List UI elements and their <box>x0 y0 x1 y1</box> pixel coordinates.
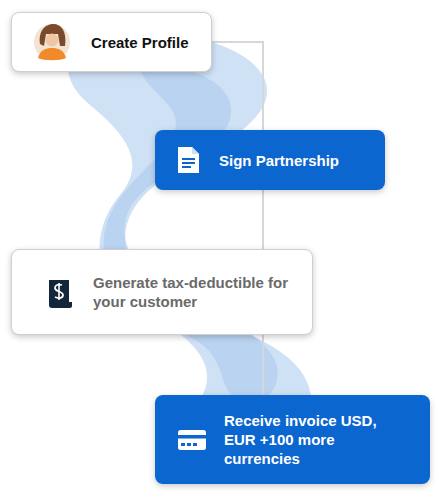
text-group: Sign Partnership <box>219 151 379 170</box>
process-box: Generate tax-deductible for your custome… <box>11 249 313 335</box>
node-label: Sign Partnership <box>219 151 379 170</box>
text-group: Receive invoice USD, EUR +100 more curre… <box>224 411 394 468</box>
blob-shape <box>104 68 278 402</box>
avatar-icon <box>34 24 70 60</box>
connector-line <box>212 42 263 130</box>
node-label: Generate tax-deductible for your custome… <box>93 273 293 311</box>
connector-line <box>262 190 264 249</box>
text-group: Generate tax-deductible for your custome… <box>93 273 293 311</box>
process-box: Create Profile <box>11 12 212 72</box>
text-group: Create Profile <box>91 33 211 52</box>
document-icon <box>178 147 199 173</box>
process-box: Receive invoice USD, EUR +100 more curre… <box>155 395 430 484</box>
card-icon <box>178 430 206 450</box>
node-label: Receive invoice USD, EUR +100 more curre… <box>224 411 394 468</box>
node-label: Create Profile <box>91 33 211 52</box>
process-box: Sign Partnership <box>155 130 385 190</box>
connector-line <box>262 335 264 395</box>
receipt-icon <box>49 280 72 308</box>
